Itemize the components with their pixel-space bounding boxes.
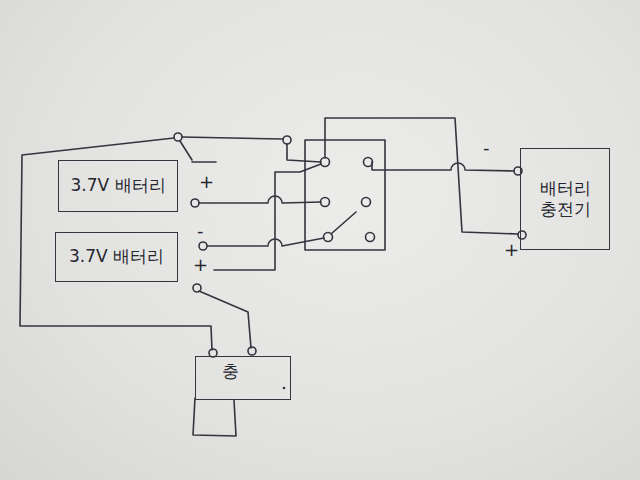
terminal — [362, 198, 371, 207]
wire — [325, 118, 518, 234]
node-text: 3.7V 배터리 — [70, 175, 165, 196]
polarity-mark: - — [197, 222, 204, 240]
terminal — [366, 233, 375, 242]
switch-body — [305, 140, 385, 250]
terminal — [174, 133, 182, 141]
terminal — [283, 136, 291, 144]
terminal — [191, 199, 199, 207]
polarity-mark: + — [504, 241, 519, 259]
switch-contact — [192, 161, 216, 163]
terminal — [199, 242, 207, 250]
terminal — [324, 233, 333, 242]
wire — [199, 291, 251, 348]
terminal — [364, 158, 373, 167]
wire — [372, 162, 514, 171]
node-text: 3.7V 배터리 — [69, 246, 164, 267]
battery-box: 3.7V 배터리 — [55, 232, 178, 282]
wire — [207, 238, 324, 246]
wire — [182, 137, 283, 139]
ink-dot — [283, 387, 286, 390]
terminal — [248, 347, 256, 355]
polarity-mark: + — [199, 173, 214, 191]
node-text: 충 — [222, 361, 239, 382]
terminal — [321, 198, 330, 207]
polarity-mark: - — [483, 139, 490, 157]
module-base — [193, 398, 236, 436]
terminal — [321, 158, 330, 167]
charger-box: 배터리 충전기 — [520, 148, 610, 250]
wire — [199, 196, 321, 203]
wire — [287, 144, 321, 162]
polarity-mark: + — [193, 256, 208, 274]
node-text: 배터리 충전기 — [529, 178, 601, 221]
switch-blade — [180, 141, 192, 160]
charge-module-box: 충 — [195, 356, 291, 400]
battery-box: 3.7V 배터리 — [58, 160, 178, 212]
terminal — [193, 284, 201, 292]
switch-blade — [331, 212, 356, 234]
wire — [20, 138, 212, 350]
